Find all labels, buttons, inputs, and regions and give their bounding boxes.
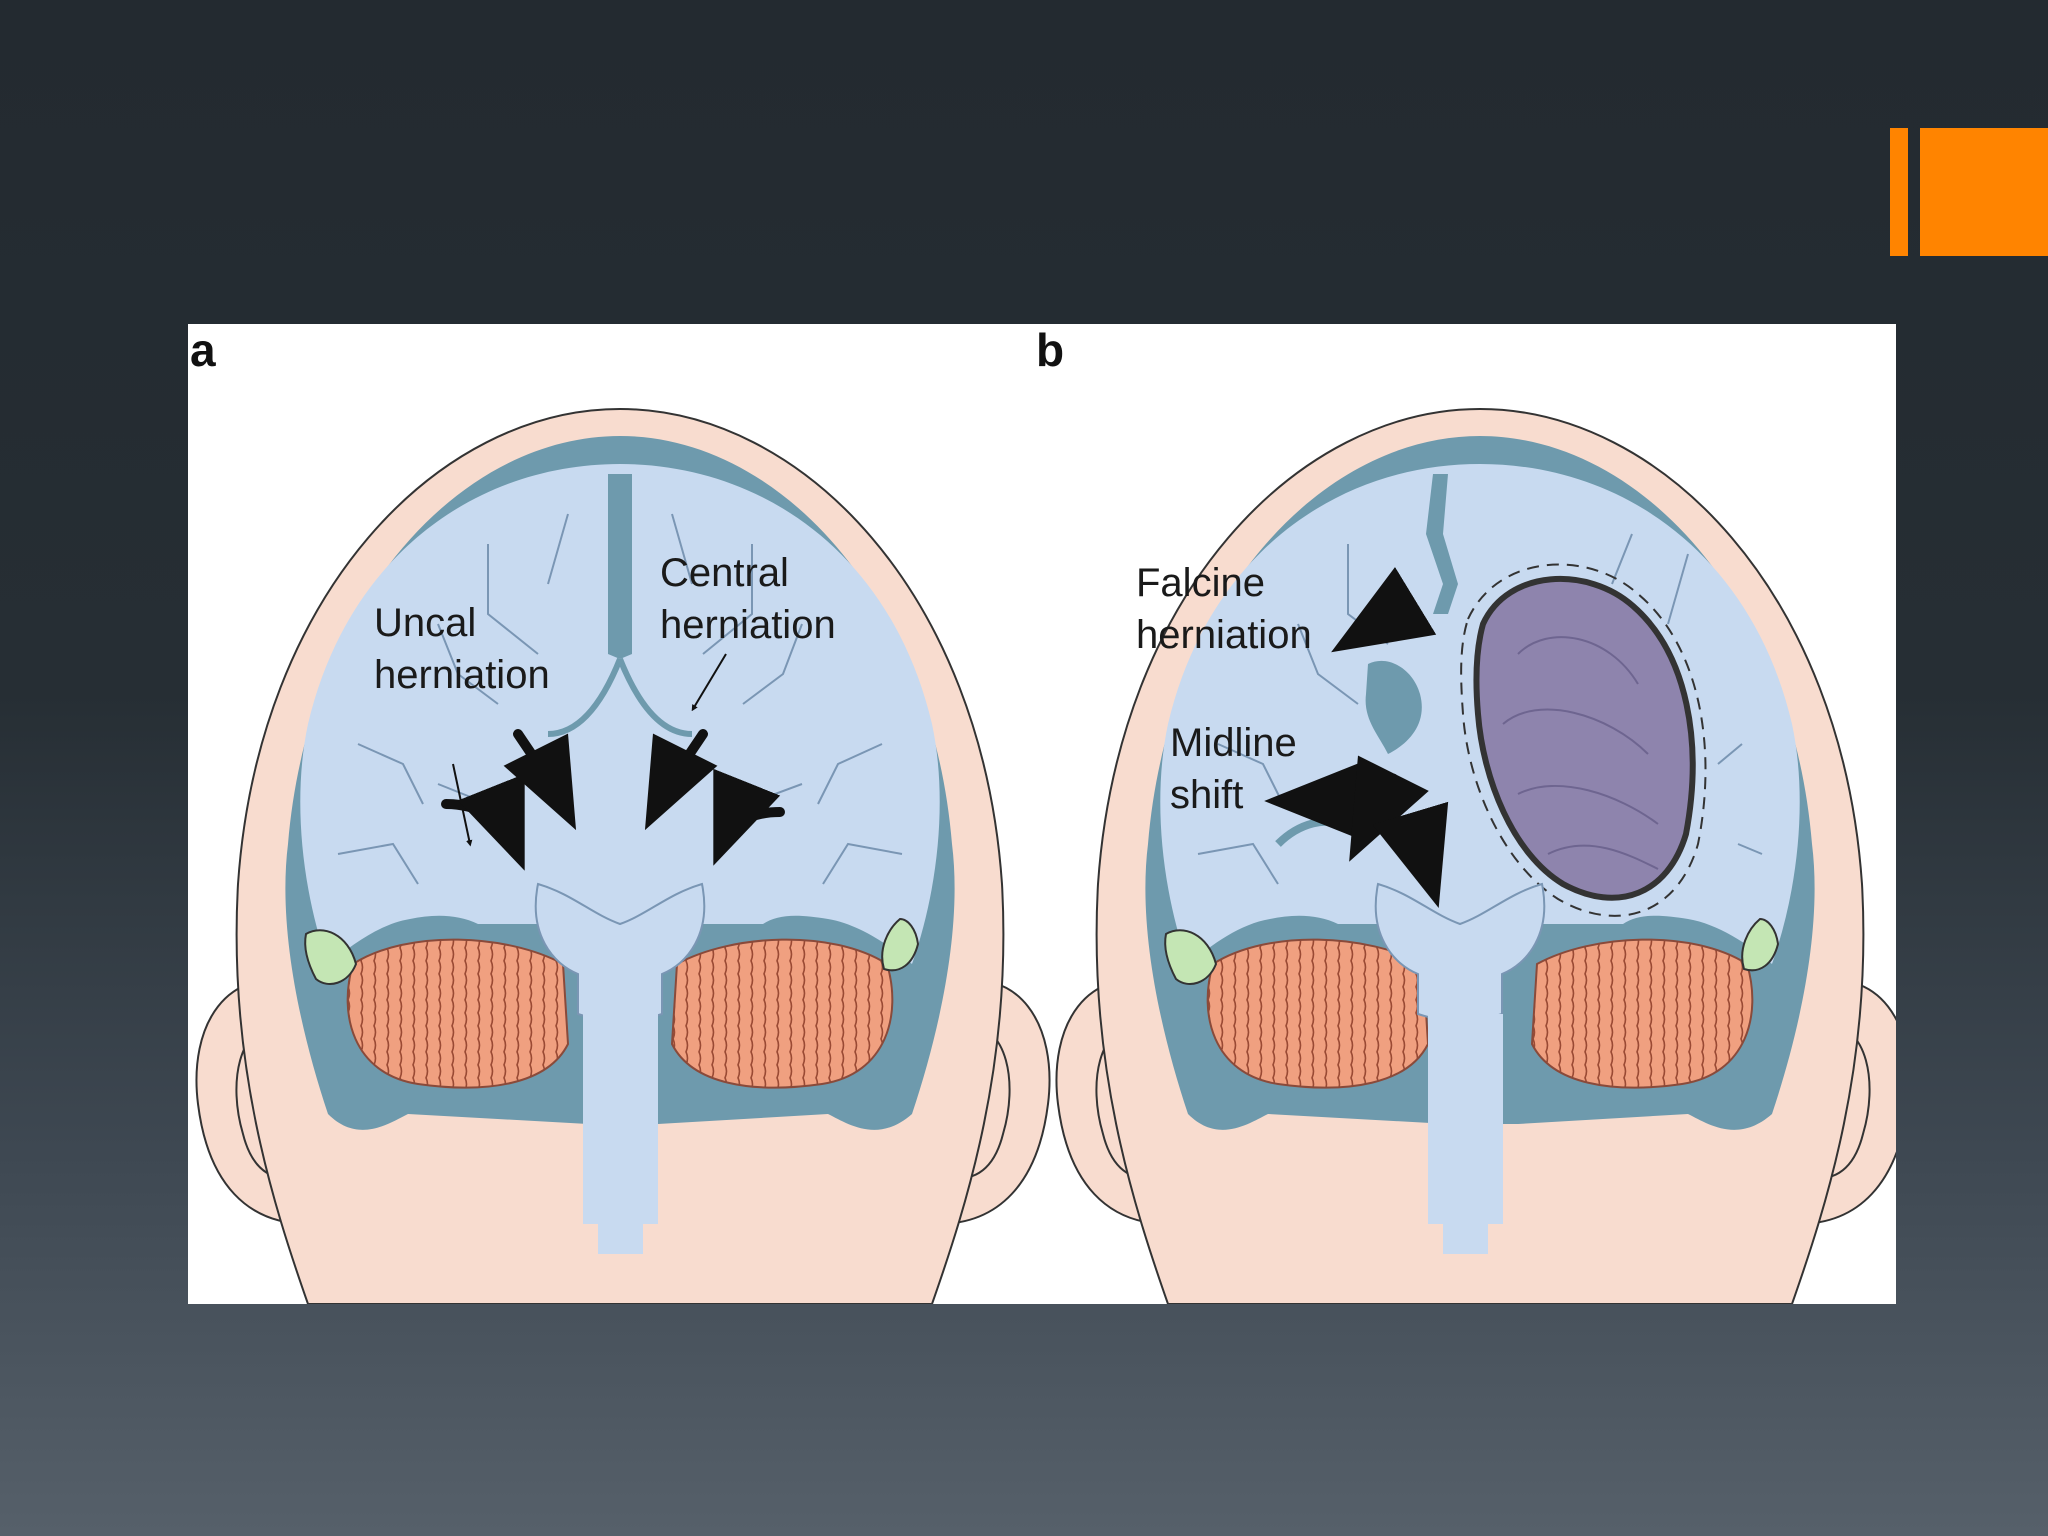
panel-b: b Falcine herniation Midline shift xyxy=(1036,324,1896,1304)
central-label-line1: Central xyxy=(660,551,789,595)
sinus-left-b xyxy=(1164,929,1218,985)
sinus-right-b xyxy=(1741,917,1780,972)
cerebellum-a xyxy=(346,938,570,1089)
panel-a: a Uncal herniation Central herniation xyxy=(190,324,1051,1304)
central-label-line2: herniation xyxy=(660,603,836,647)
midline-label-line1: Midline xyxy=(1170,721,1297,765)
sinus-right-a xyxy=(881,917,920,972)
panel-letter-b: b xyxy=(1036,324,1064,376)
herniation-figure: a Uncal herniation Central herniation xyxy=(188,324,1896,1304)
accent-bar-thin xyxy=(1890,128,1908,256)
uncal-label-line2: herniation xyxy=(374,653,550,697)
spinal-cord-a xyxy=(583,1014,658,1254)
brainstem-a xyxy=(534,882,706,1023)
spinal-cord-b xyxy=(1428,1014,1503,1254)
herniation-illustration: a Uncal herniation Central herniation xyxy=(190,324,1896,1304)
cerebellum-b xyxy=(1206,938,1430,1089)
hematoma xyxy=(1473,576,1696,901)
uncal-label-line1: Uncal xyxy=(374,601,476,645)
accent-bar-thick xyxy=(1920,128,2048,256)
panel-letter-a: a xyxy=(190,324,216,376)
falcine-label-line2: herniation xyxy=(1136,613,1312,657)
midline-label-line2: shift xyxy=(1170,773,1243,817)
falcine-label-line1: Falcine xyxy=(1136,561,1265,605)
brainstem-b xyxy=(1374,882,1546,1023)
sinus-left-a xyxy=(304,929,358,985)
